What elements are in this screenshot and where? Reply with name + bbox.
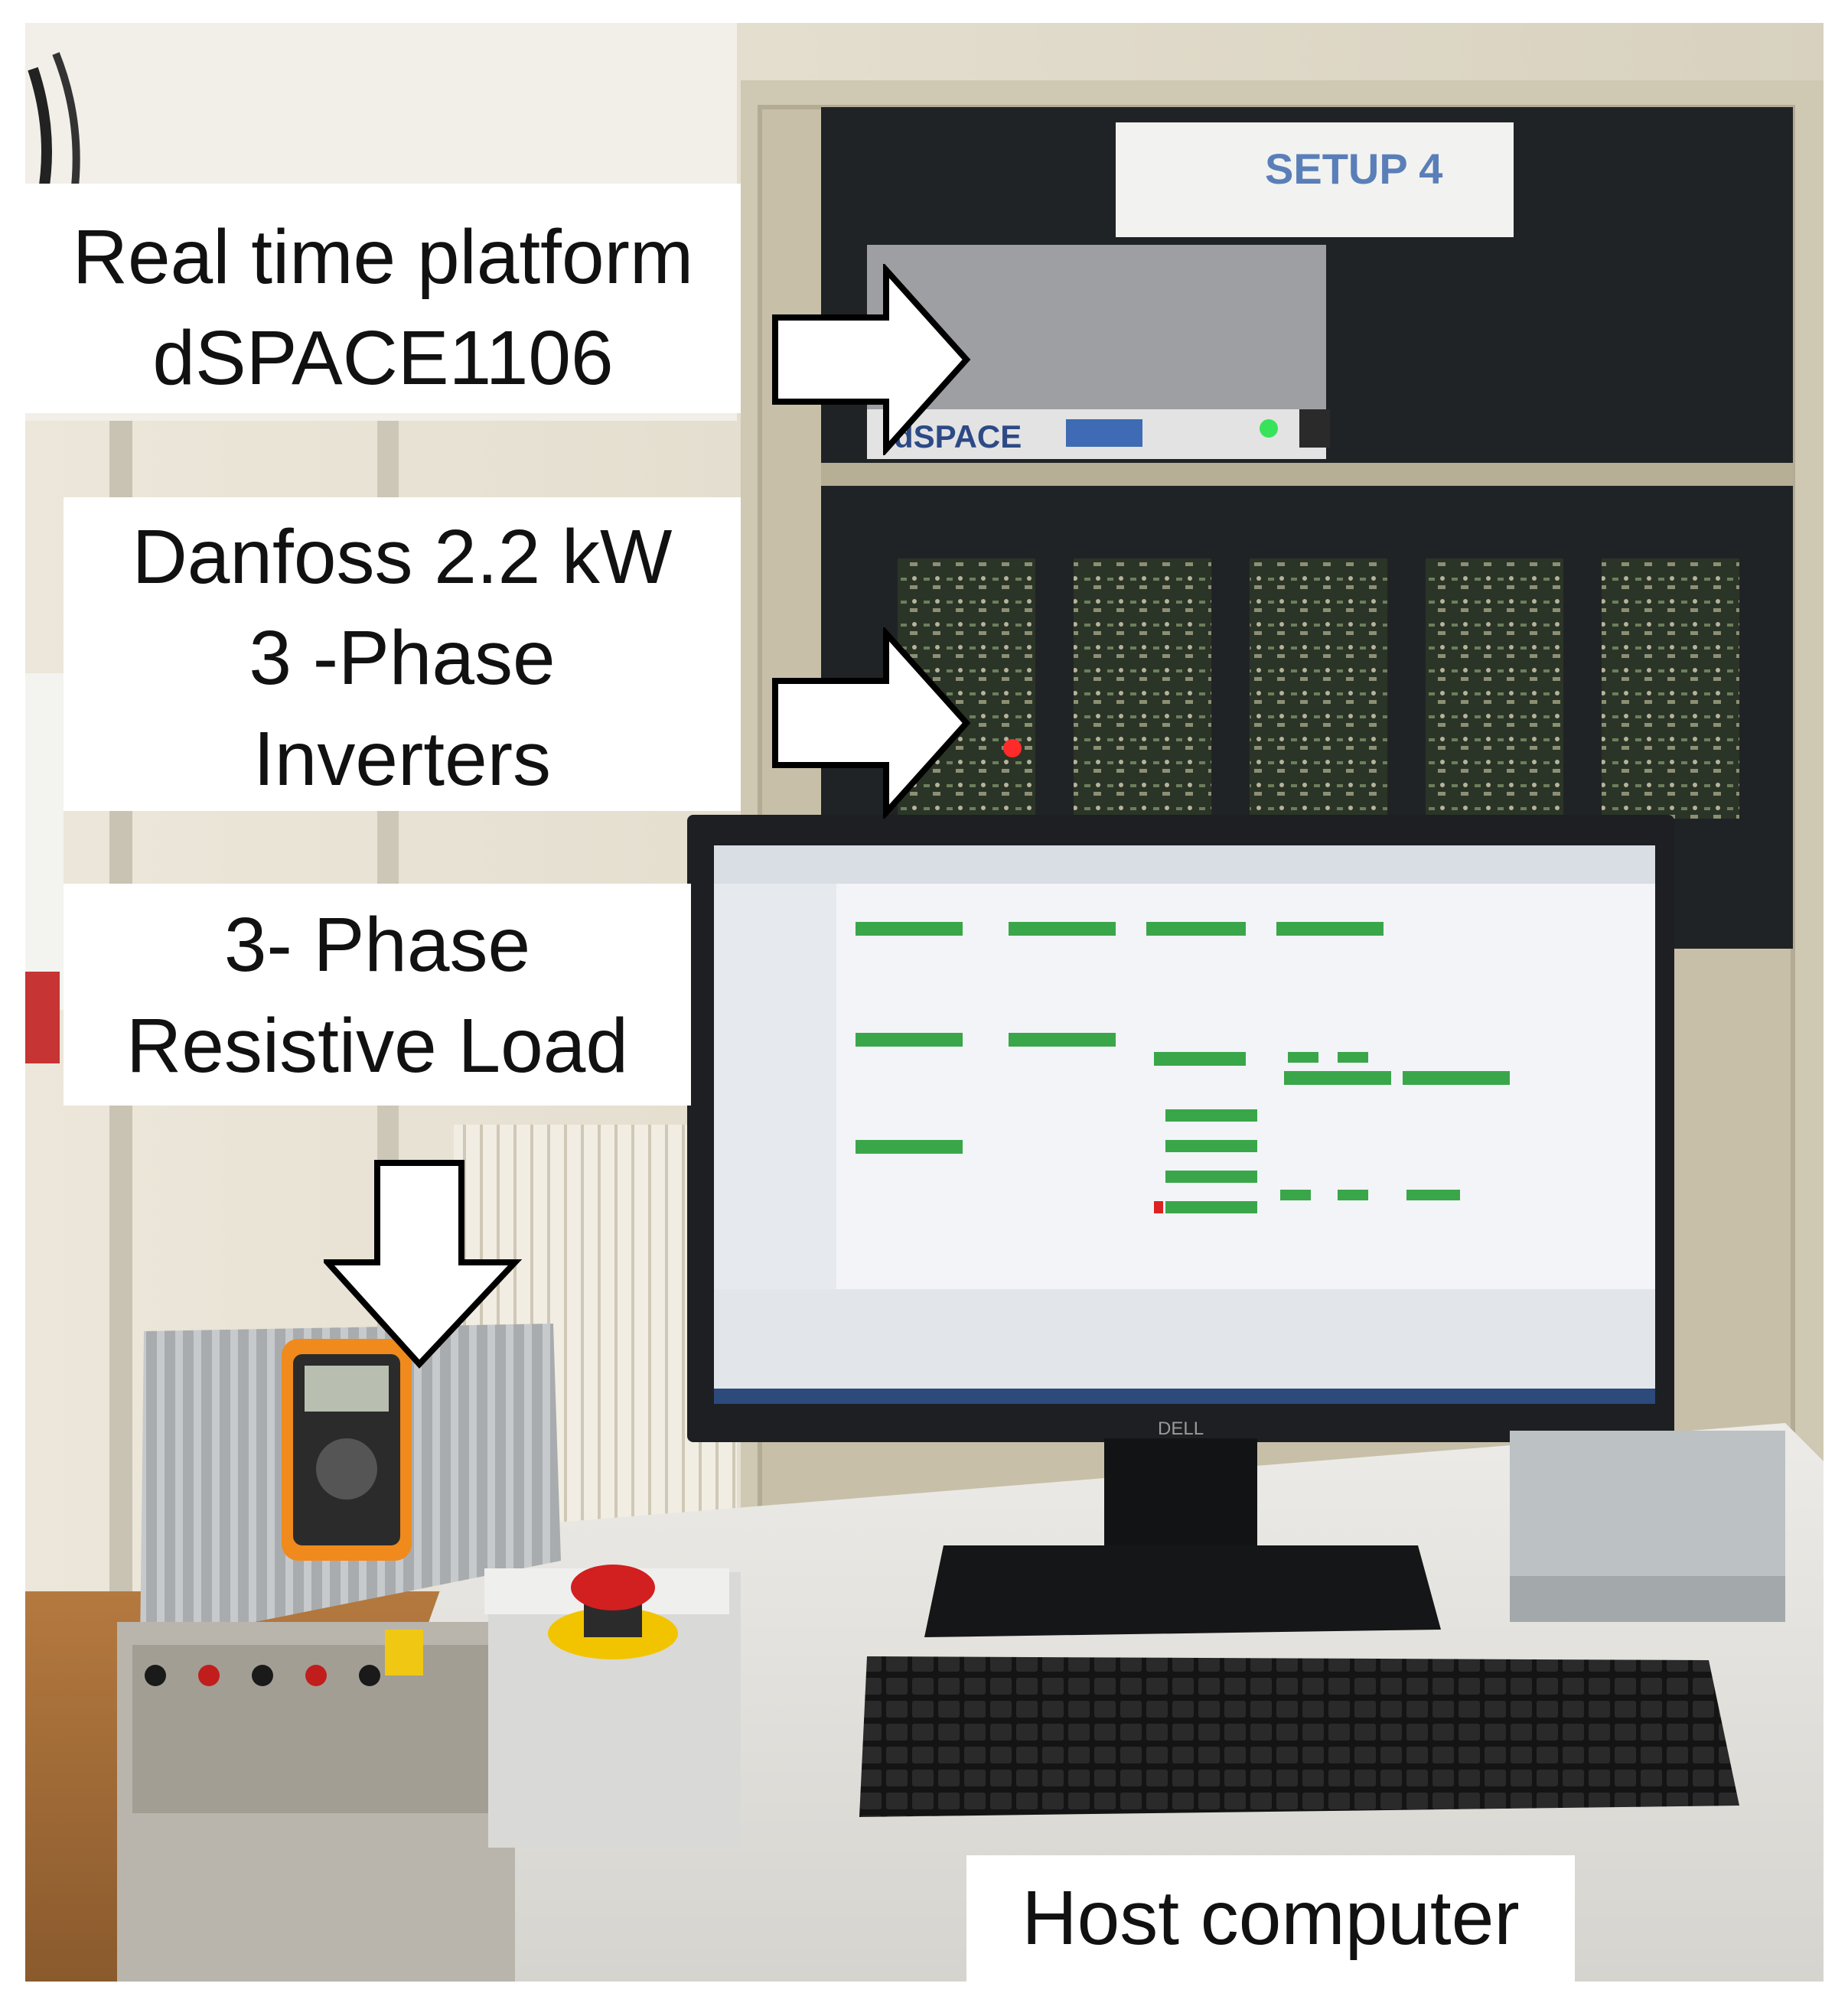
wall-outlet	[25, 673, 64, 1010]
dspace-brand: dSPACE	[894, 418, 1022, 454]
label-realtime-line1: Real time platform	[72, 214, 694, 300]
rack-sticker-text: SETUP 4	[1265, 145, 1442, 193]
rack-shelf	[821, 463, 1793, 486]
label-inverters-line3: Inverters	[253, 716, 551, 802]
monitor-brand: DELL	[1158, 1418, 1204, 1439]
label-host-computer: Host computer	[966, 1855, 1575, 1982]
estop-button	[571, 1565, 655, 1610]
emergency-stop-box	[484, 1565, 741, 1848]
label-inverters-line1: Danfoss 2.2 kW	[132, 514, 673, 600]
label-inverters-line2: 3 -Phase	[249, 615, 556, 701]
monitor: DELL	[687, 815, 1674, 1637]
label-realtime-line2: dSPACE1106	[152, 315, 614, 401]
label-load-line2: Resistive Load	[126, 1003, 628, 1089]
label-resistive-load: 3- Phase Resistive Load	[64, 884, 691, 1106]
dspace-power-led	[1260, 419, 1278, 438]
arrow-to-inverters	[772, 627, 971, 819]
lab-photo: SETUP 4 dSPACE	[25, 23, 1824, 1982]
label-host-line1: Host computer	[1022, 1875, 1520, 1961]
label-realtime-platform: Real time platform dSPACE1106	[25, 184, 741, 413]
multimeter	[282, 1339, 412, 1561]
arrow-to-resistive-load	[324, 1160, 523, 1369]
screen-widgets	[856, 922, 1510, 1213]
arrow-to-dspace	[772, 264, 971, 455]
keyboard	[859, 1656, 1739, 1817]
label-inverters: Danfoss 2.2 kW 3 -Phase Inverters	[64, 497, 741, 811]
label-load-line1: 3- Phase	[223, 902, 531, 988]
inverter-modules	[898, 558, 1739, 819]
rack-sticker	[1116, 122, 1514, 237]
inverter-fault-led	[1003, 739, 1022, 757]
